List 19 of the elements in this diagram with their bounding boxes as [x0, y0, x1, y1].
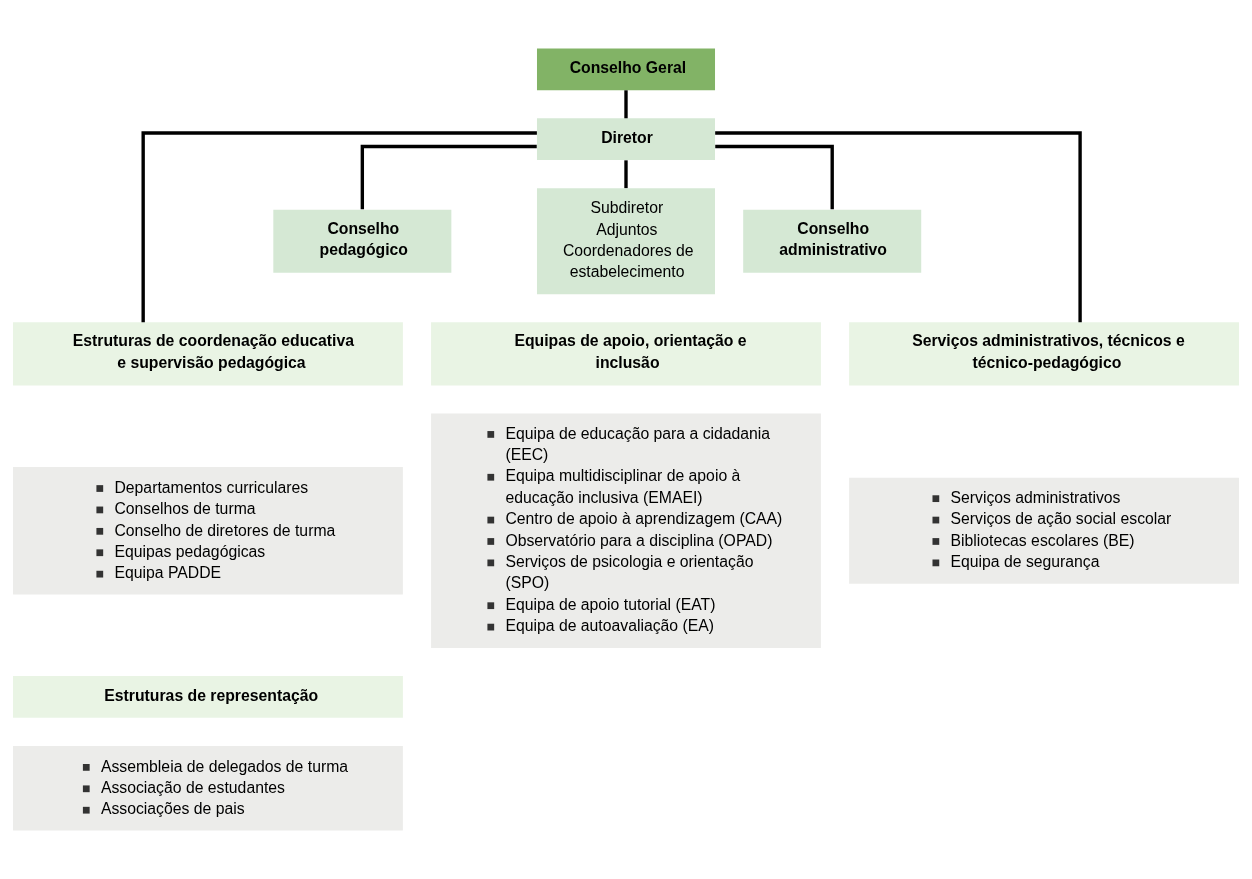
node-box: Conselho pedagógico — [273, 209, 452, 273]
node-box: Serviços administrativos, técnicos e técnico-pedagógico — [849, 322, 1239, 386]
node-box: Conselho Geral — [537, 48, 715, 91]
node-box: Equipa de educação para a cidadania (EEC) Equipa multidisciplinar de apoio à educação inclusiva (EMAEI) Centro de apoio à aprendizagem (CAA) Observatório para a disciplina (OPAD) Serviços de psicologia e orientação (SPO) Equipa de apoio tutorial (EAT) Equipa de autoavaliação (EA) — [431, 413, 821, 648]
node-box: Estruturas de coordenação educativa e supervisão pedagógica — [13, 322, 403, 386]
connector — [715, 144, 834, 210]
node-box: Departamentos curriculares Conselhos de turma Conselho de diretores de turma Equipas pedagógicas Equipa PADDE — [13, 467, 403, 595]
node-box: Diretor — [537, 118, 715, 161]
node-box: Serviços administrativos Serviços de ação social escolar Bibliotecas escolares (BE) Equipa de segurança — [849, 477, 1239, 584]
node-box: Estruturas de representação — [13, 676, 403, 718]
node-box: Subdiretor Adjuntos Coordenadores de estabelecimento — [537, 188, 715, 295]
node-box: Assembleia de delegados de turma Associação de estudantes Associações de pais — [13, 746, 403, 831]
connector — [141, 131, 537, 323]
connector — [360, 144, 537, 210]
connector — [715, 131, 1082, 323]
connector — [624, 160, 628, 189]
node-box: Conselho administrativo — [743, 209, 922, 273]
connector — [624, 90, 628, 119]
node-box: Equipas de apoio, orientação e inclusão — [431, 322, 821, 386]
